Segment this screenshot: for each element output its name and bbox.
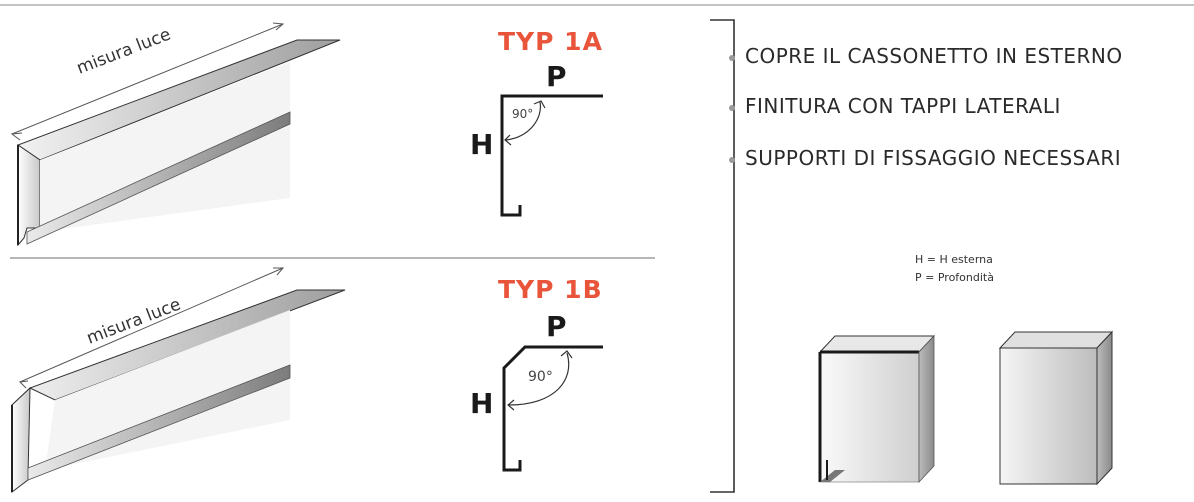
type-label-1a: TYP 1A	[498, 27, 603, 56]
features-bracket	[710, 19, 735, 493]
depth-label-1a: P	[546, 60, 567, 93]
profile-1b-section	[502, 345, 603, 472]
legend-p: P = Profondità	[915, 271, 994, 284]
height-label-1b: H	[470, 387, 494, 420]
box-open-illustration	[818, 334, 936, 484]
feature-item: FINITURA CON TAPPI LATERALI	[745, 94, 1061, 118]
bullet-dot	[729, 105, 735, 111]
bullet-dot	[729, 55, 735, 61]
depth-label-1b: P	[546, 310, 567, 343]
type-label-1b: TYP 1B	[498, 275, 603, 304]
feature-item: COPRE IL CASSONETTO IN ESTERNO	[745, 44, 1123, 68]
feature-item: SUPPORTI DI FISSAGGIO NECESSARI	[745, 146, 1122, 170]
box-closed-illustration	[998, 330, 1114, 486]
profile-1b-3d	[11, 267, 346, 493]
bullet-dot	[729, 157, 735, 163]
legend-h: H = H esterna	[915, 253, 993, 266]
profile-1a-section	[500, 94, 603, 217]
angle-label-1a: 90°	[512, 107, 534, 121]
profile-1a-3d	[10, 22, 341, 247]
height-label-1a: H	[470, 128, 494, 161]
angle-label-1b: 90°	[528, 369, 553, 385]
